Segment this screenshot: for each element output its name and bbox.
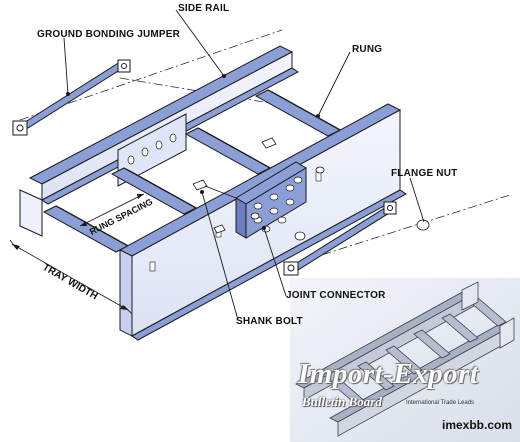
label-side-rail: SIDE RAIL (178, 3, 230, 14)
label-joint-connector: JOINT CONNECTOR (286, 290, 386, 301)
flange-nut (416, 219, 430, 231)
rung (110, 167, 198, 215)
site-name: imexbb.com (442, 418, 513, 432)
rungs (42, 89, 347, 253)
leader-dots (66, 74, 320, 230)
shank-bolt (192, 179, 237, 199)
label-shank-bolt: SHANK BOLT (236, 316, 303, 327)
shank-bolts (192, 137, 277, 234)
rung (184, 127, 272, 175)
ground-bonding-jumper-lower (283, 201, 397, 276)
far-rail-web (19, 189, 43, 237)
ground-bonding-jumper-upper (12, 59, 131, 136)
shank-bolt (213, 224, 226, 234)
label-flange-nut: FLANGE NUT (391, 168, 458, 179)
watermark-tagline: International Trade Leads (406, 400, 475, 406)
dimension-arrows (12, 194, 144, 310)
watermark-subtitle: Bulletin Board (302, 394, 382, 409)
leader-lines (63, 9, 425, 321)
flange-nuts (250, 166, 430, 241)
label-rung: RUNG (352, 44, 383, 55)
joint-connector (235, 161, 307, 239)
shank-bolt (261, 137, 277, 149)
far-side-rail (28, 45, 299, 205)
label-ground-bonding-jumper: GROUND BONDING JUMPER (37, 29, 181, 40)
watermark-title: Import-Export (298, 358, 479, 390)
cable-tray-photo (290, 278, 520, 442)
